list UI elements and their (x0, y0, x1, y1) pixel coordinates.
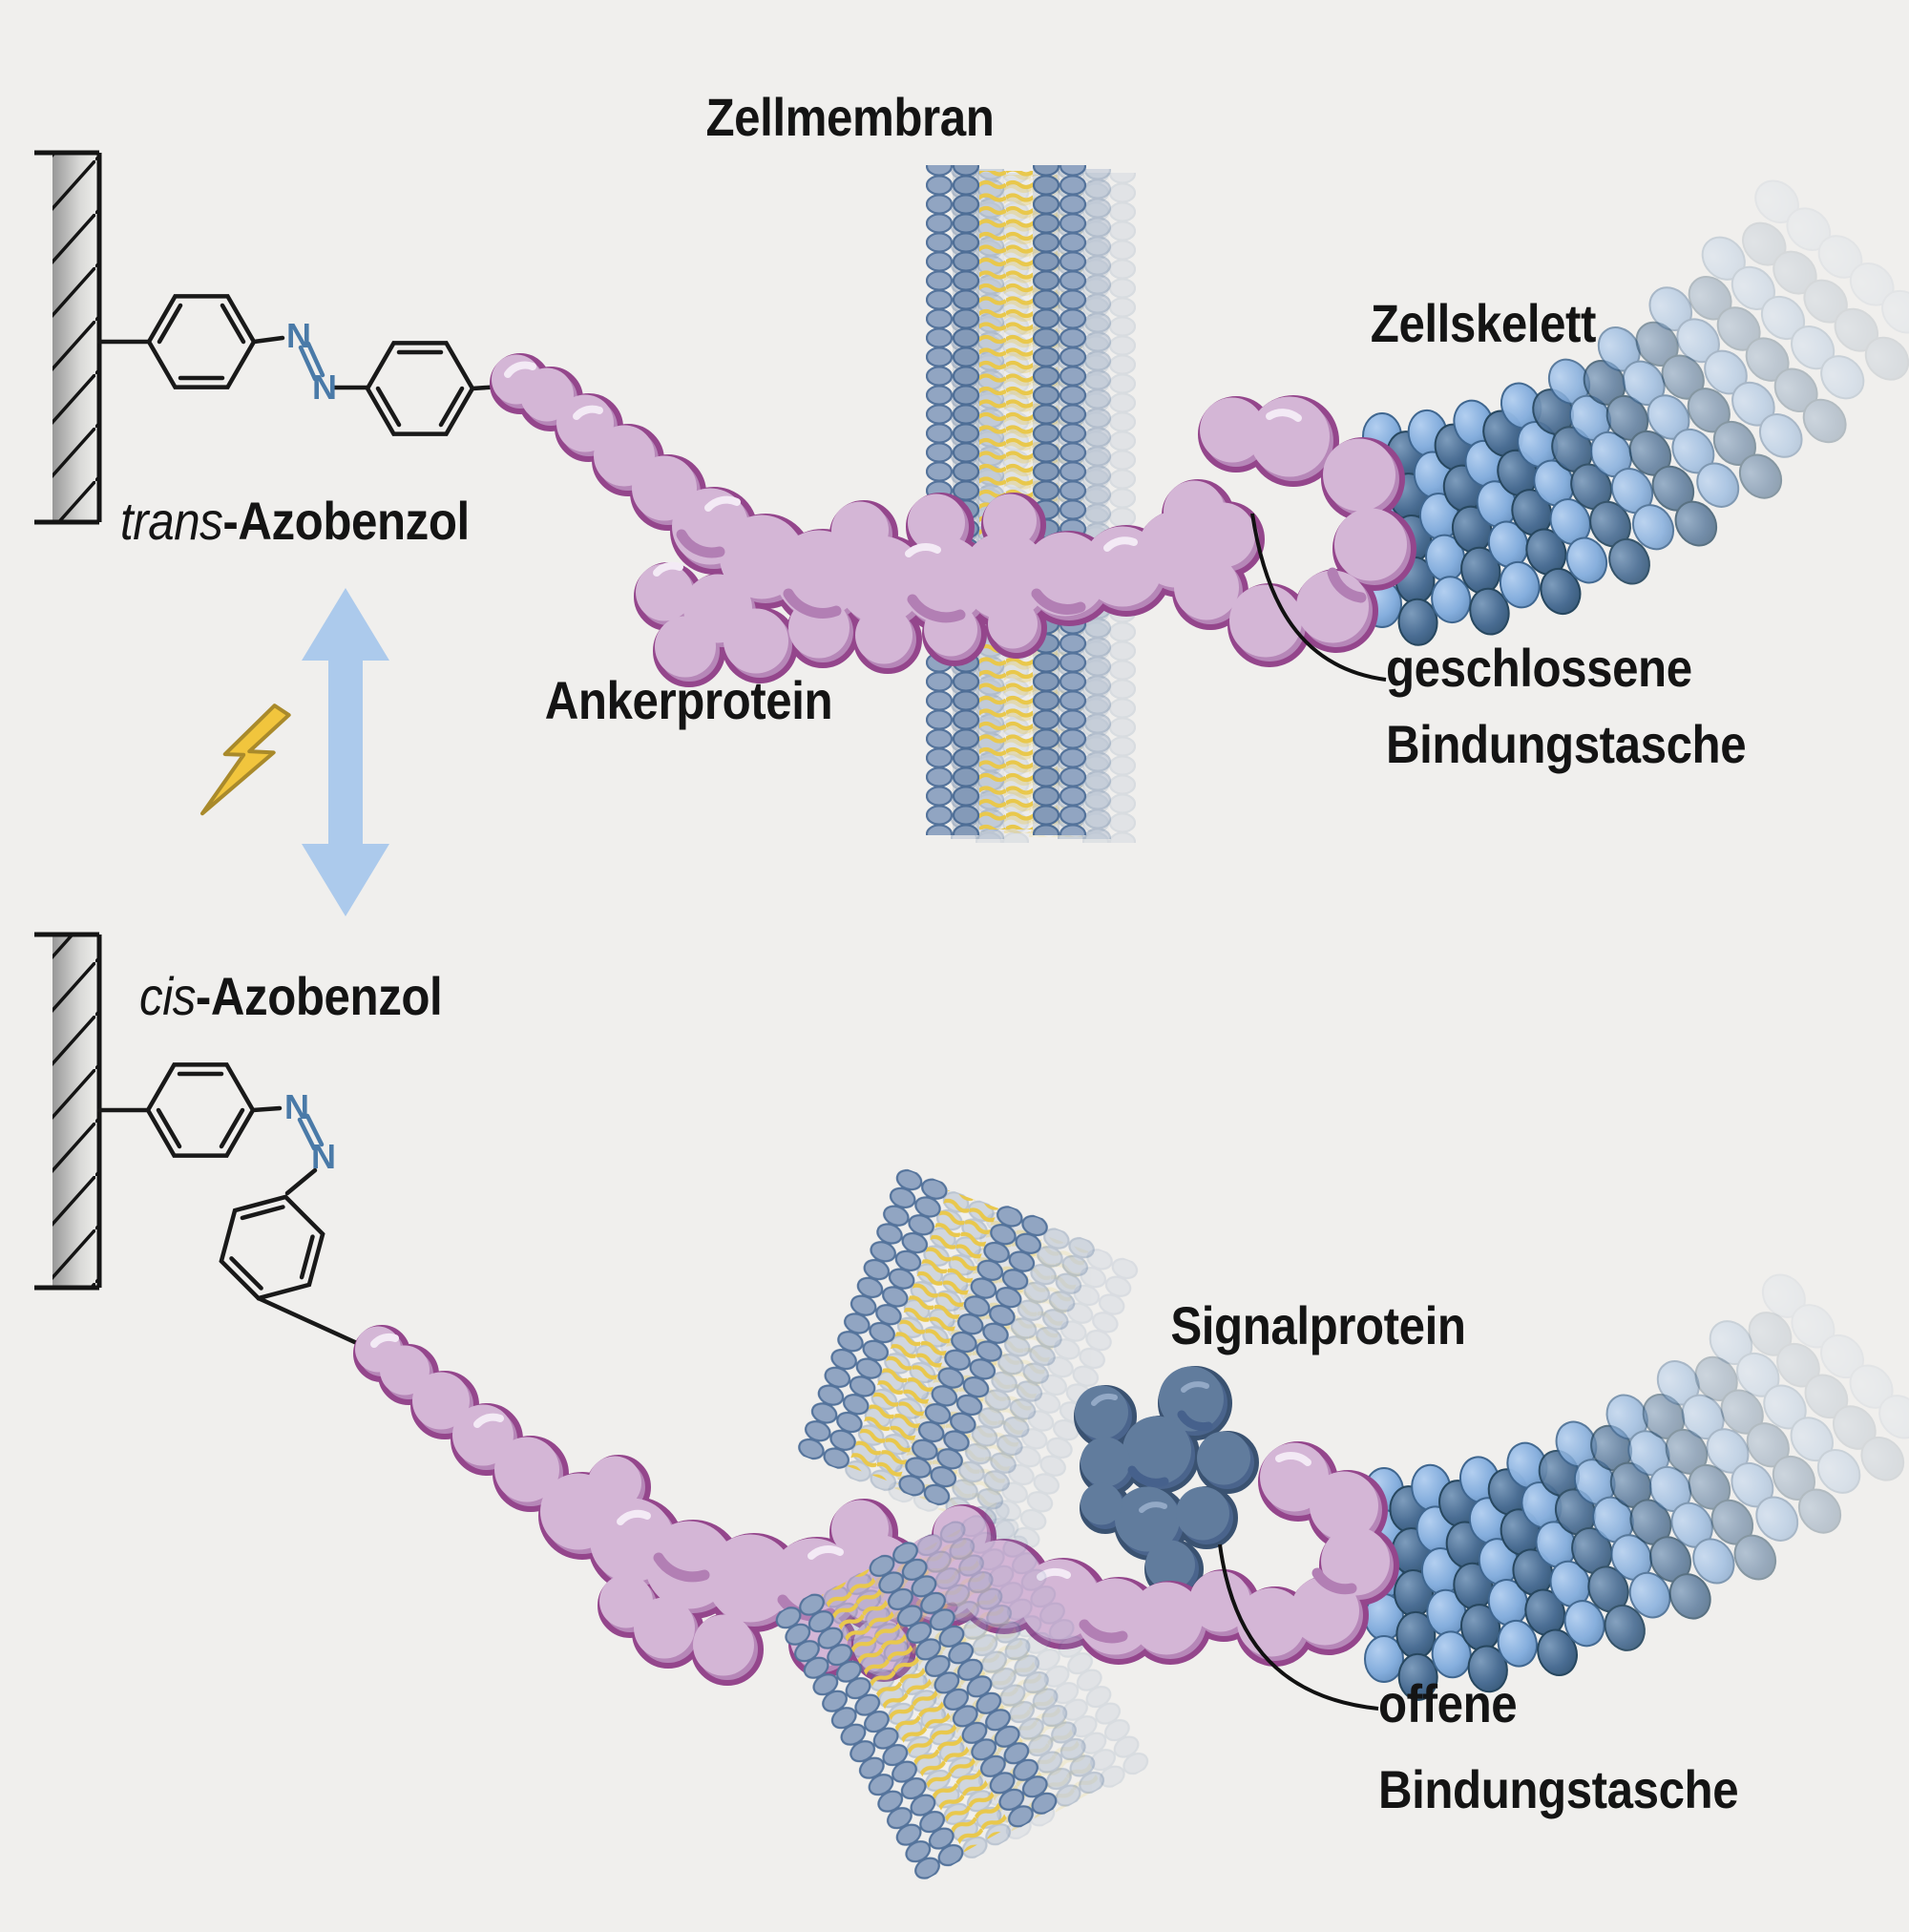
closed-pocket-line2: Bindungstasche (1386, 714, 1747, 774)
open-pocket-line1: offene (1378, 1673, 1518, 1733)
closed-pocket-line1: geschlossene (1386, 638, 1692, 698)
open-pocket-label: offene Bindungstasche (1378, 1661, 1739, 1833)
cytoskeleton-label: Zellskelett (1370, 293, 1597, 353)
signal-highlights (1091, 1381, 1209, 1513)
nitrogen-atom-label: N (284, 1087, 309, 1126)
cis-suffix: -Azobenzol (195, 966, 443, 1026)
benzene-ring (365, 341, 475, 436)
lightning-icon (200, 704, 291, 816)
trans-suffix: -Azobenzol (222, 491, 470, 551)
cytoskeleton-top (1362, 171, 1909, 648)
closed-pocket-label: geschlossene Bindungstasche (1386, 630, 1747, 783)
trans-prefix: trans (120, 491, 223, 551)
nitrogen-atom-label: N (286, 316, 311, 355)
trans-azobenzene-label: trans-Azobenzol (120, 492, 470, 551)
anchor-protein-label: Ankerprotein (544, 670, 833, 730)
benzene-ring (145, 1062, 256, 1158)
protein-shading (676, 529, 1367, 623)
protein-highlights (504, 361, 1302, 577)
nitrogen-atom-label: N (311, 1137, 336, 1176)
signal-protein (1075, 1367, 1254, 1595)
nitrogen-atom-label: N (312, 368, 337, 407)
cis-azobenzene-label: cis-Azobenzol (139, 966, 443, 1026)
anchor-protein-trans (492, 355, 1411, 682)
benzene-ring (146, 294, 257, 389)
closed-pocket-callout-line (1250, 513, 1387, 682)
signal-shading (1127, 1410, 1213, 1487)
surface-wall-top (34, 150, 102, 525)
cis-prefix: cis (139, 966, 196, 1026)
cis-azobenzene-structure (96, 1062, 383, 1356)
open-pocket-callout-line (1218, 1544, 1379, 1711)
surface-wall-bottom (34, 932, 102, 1291)
open-pocket-line2: Bindungstasche (1378, 1759, 1739, 1819)
double-arrow-icon (302, 588, 389, 916)
membrane-label: Zellmembran (705, 87, 995, 147)
signal-protein-label: Signalprotein (1170, 1295, 1466, 1355)
trans-azobenzene-structure (96, 294, 518, 436)
